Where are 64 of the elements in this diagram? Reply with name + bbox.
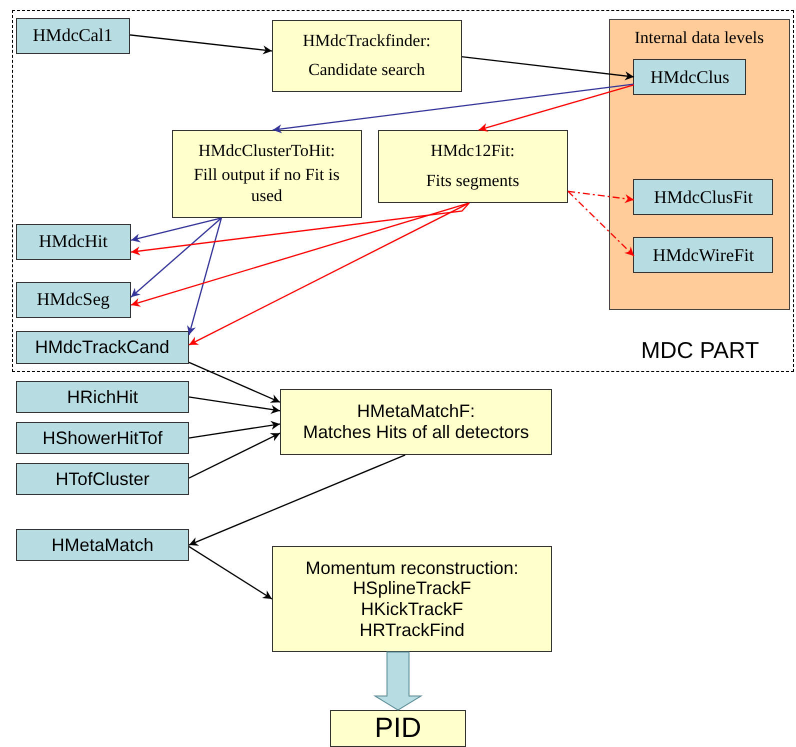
box-label: HMdcTrackCand: [35, 336, 170, 358]
box-label: HMdcClusFit: [654, 186, 753, 208]
arrow: [130, 217, 222, 242]
data-box: [16, 18, 130, 54]
group-panel: [608, 18, 790, 310]
arrow: [568, 190, 634, 204]
arrow: [478, 84, 634, 132]
group-heading: Internal data levels: [634, 28, 765, 48]
box-label: HMdcWireFit: [652, 244, 754, 266]
box-text: HKickTrackF: [360, 599, 464, 620]
data-box: [633, 59, 746, 96]
arrow: [568, 190, 634, 256]
box-label: PID: [374, 712, 422, 745]
data-box: [633, 237, 774, 274]
arrow: [130, 202, 470, 307]
arrow: [272, 83, 634, 134]
block-arrow: [373, 652, 423, 711]
box-label: HMdcClus: [650, 66, 730, 88]
arrow: [188, 432, 280, 479]
arrow: [462, 56, 634, 80]
box-heading: HMdcTrackfinder:: [302, 30, 431, 52]
box-heading: HMdc12Fit:: [430, 141, 515, 162]
box-text: HSplineTrackF: [352, 578, 472, 599]
process-box: [172, 130, 362, 218]
arrow: [188, 362, 280, 403]
box-label: HRichHit: [66, 386, 138, 408]
box-text: Matches Hits of all detectors: [302, 422, 530, 443]
box-label: HMdcHit: [38, 230, 108, 252]
data-box: [16, 463, 189, 495]
box-text: Fill output if no Fit is used: [192, 165, 341, 206]
arrow: [188, 454, 406, 546]
section-frame: [12, 10, 794, 372]
data-box: [16, 282, 131, 318]
arrow: [130, 34, 272, 54]
arrow: [130, 218, 222, 298]
arrow: [187, 218, 222, 336]
box-label: HTofCluster: [55, 468, 150, 490]
box-heading: Momentum reconstruction:: [305, 558, 519, 578]
arrow: [130, 202, 470, 256]
data-box: [633, 179, 774, 216]
box-label: HMdcCal1: [32, 24, 113, 46]
process-box: [272, 20, 462, 92]
arrow: [188, 546, 272, 600]
section-label: MDC PART: [641, 336, 759, 363]
data-box: [16, 224, 131, 260]
box-label: HMdcSeg: [36, 288, 110, 310]
box-text: Fits segments: [426, 170, 520, 192]
box-label: HShowerHitTof: [42, 428, 163, 448]
arrow: [188, 420, 280, 439]
box-label: HMetaMatch: [51, 534, 154, 556]
process-box: [378, 130, 568, 203]
process-box: [330, 710, 466, 747]
data-box: [16, 330, 189, 364]
process-box: [272, 546, 552, 652]
arrow: [188, 396, 280, 414]
box-text: Candidate search: [308, 60, 425, 81]
box-heading: HMetaMatchF:: [356, 401, 476, 422]
arrow: [188, 202, 470, 346]
data-box: [16, 529, 189, 561]
data-box: [16, 422, 189, 454]
data-box: [16, 381, 189, 413]
box-heading: HMdcClusterToHit:: [198, 141, 336, 162]
process-box: [280, 389, 552, 455]
box-text: HRTrackFind: [359, 620, 465, 640]
